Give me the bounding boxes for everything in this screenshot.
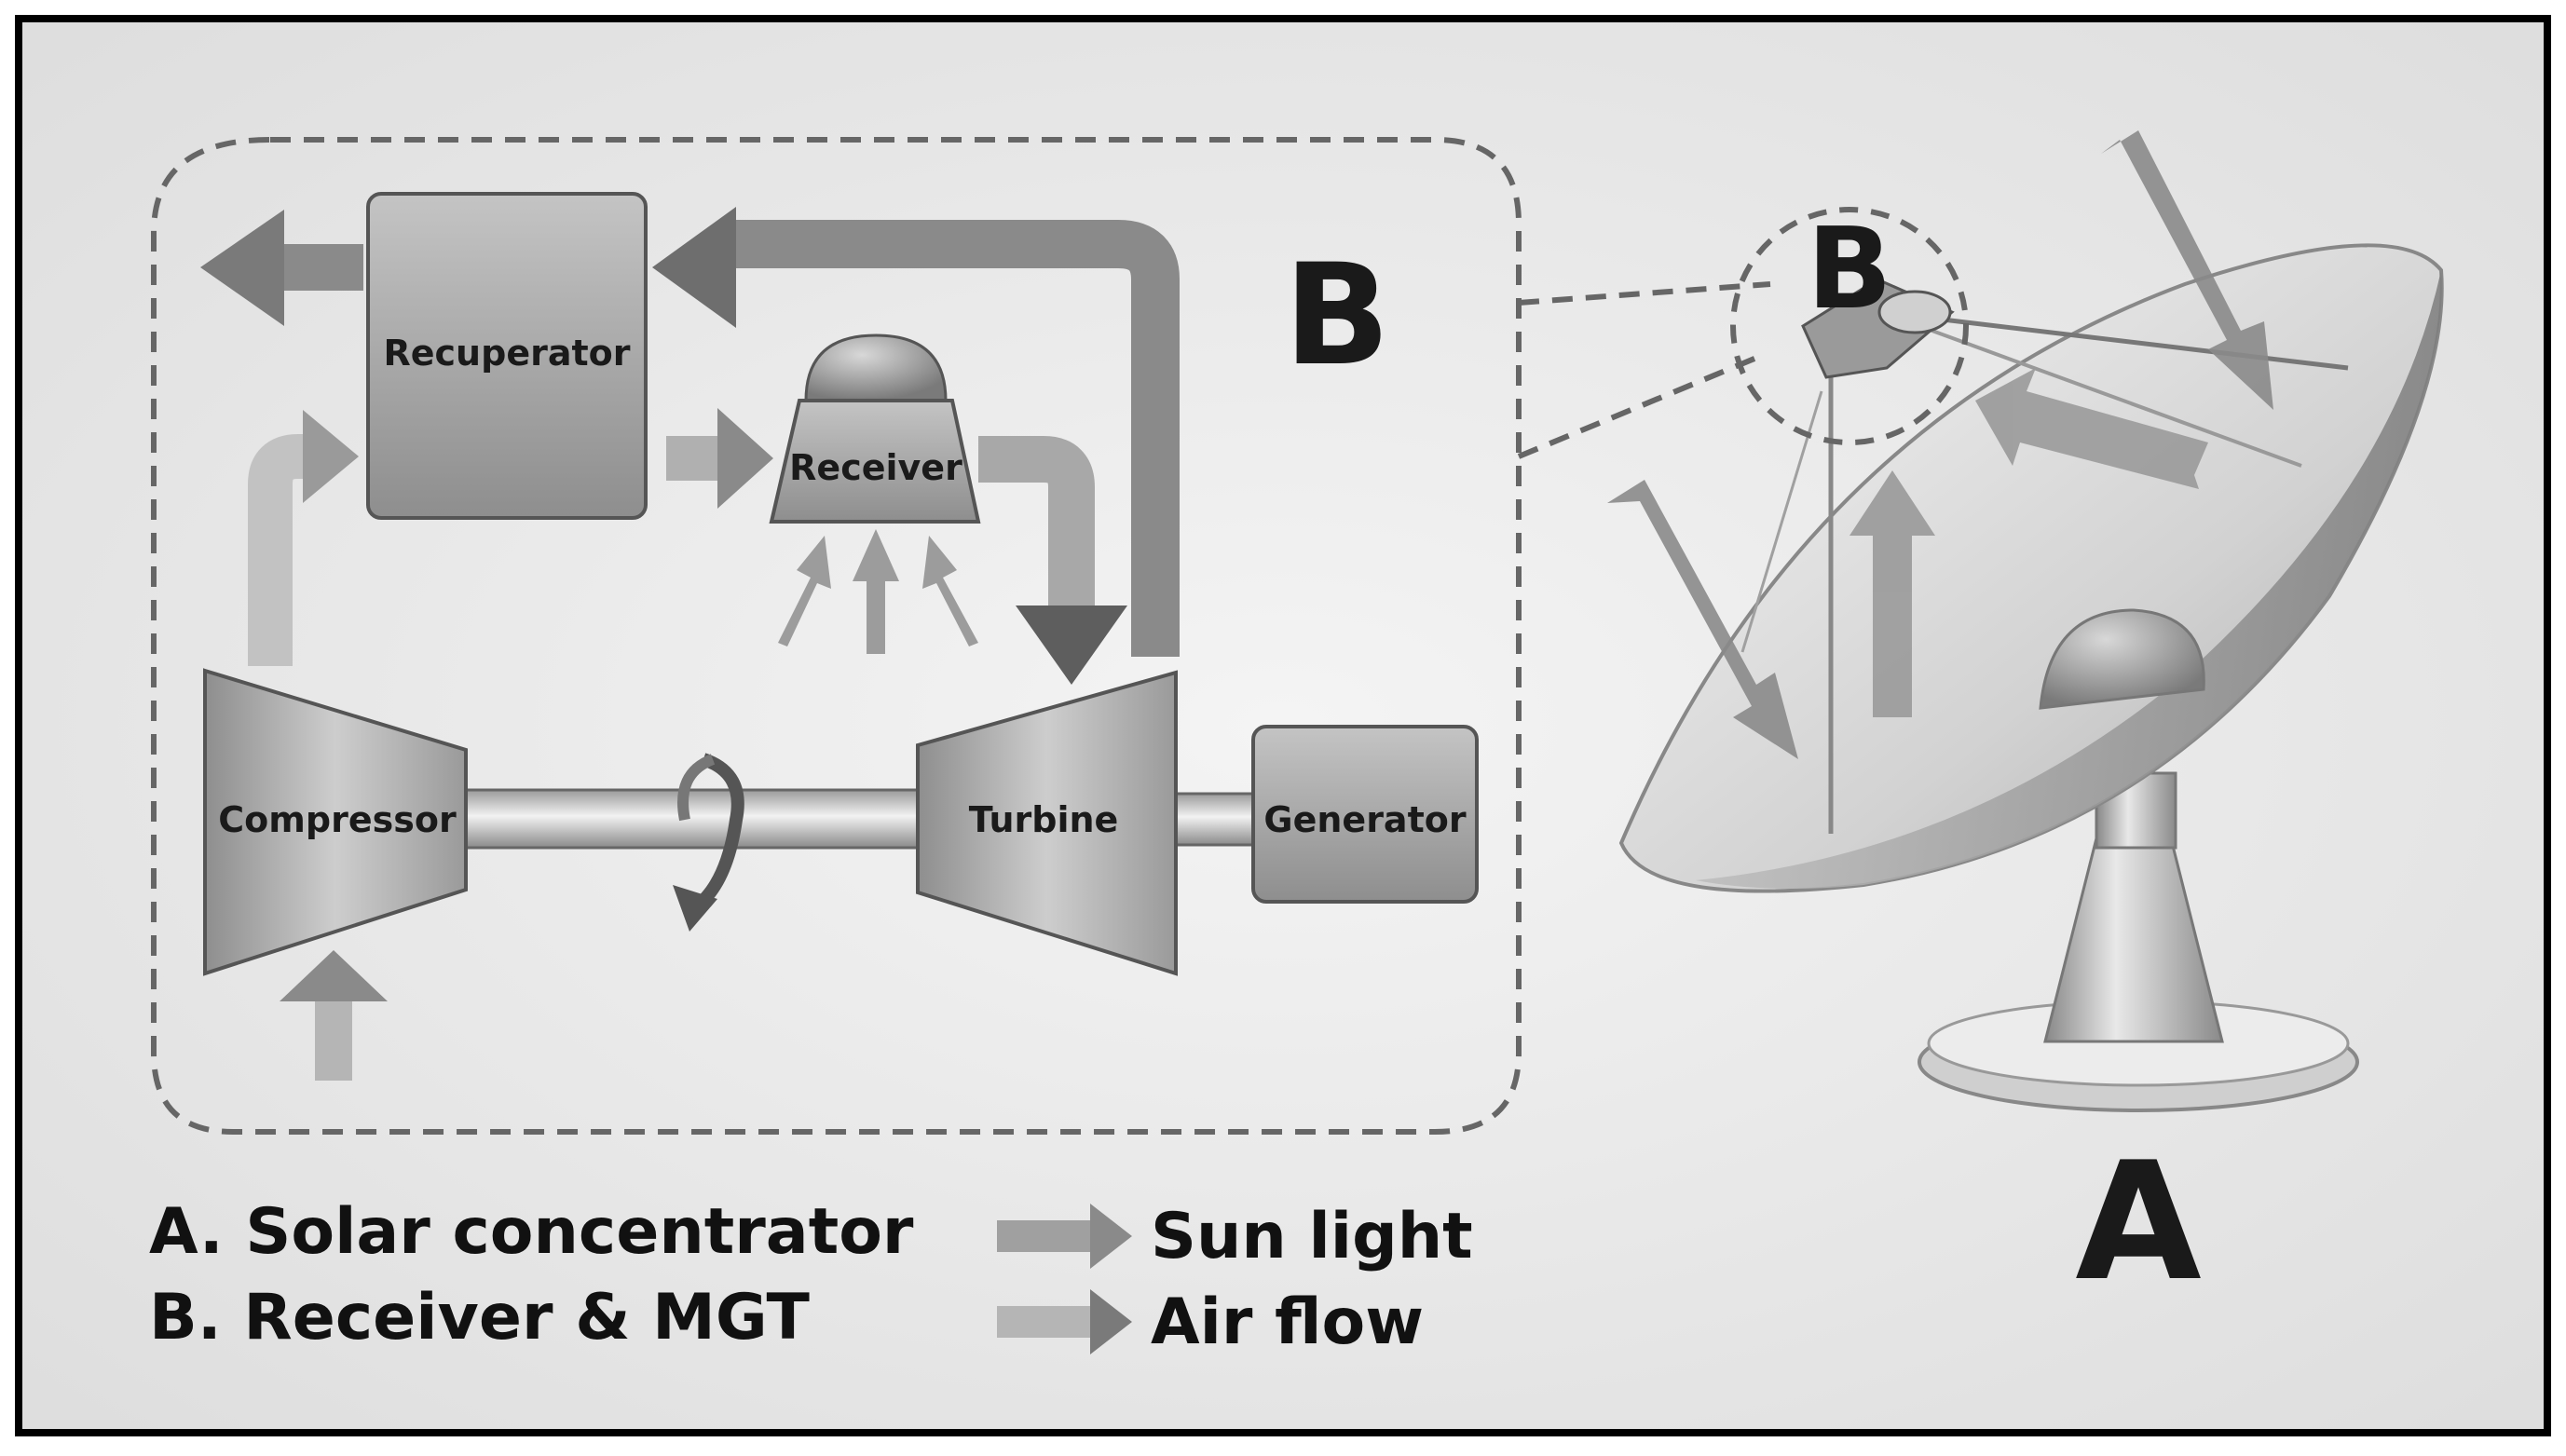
generator-box: Generator — [1251, 725, 1479, 904]
turbine-label: Turbine — [969, 799, 1119, 840]
legend-airflow-arrow — [997, 1289, 1132, 1354]
generator-label: Generator — [1263, 799, 1466, 840]
dish-b-label: B — [1807, 205, 1891, 334]
receiver-label: Receiver — [789, 447, 962, 488]
sunlight-arrows-receiver — [778, 529, 978, 654]
shaft — [464, 788, 1255, 850]
panel-b-outline — [151, 137, 1522, 1135]
compressor-label: Compressor — [218, 799, 457, 840]
legend-key-b: B. Receiver & MGT — [149, 1281, 810, 1354]
dish-b-circle — [1730, 207, 1969, 445]
legend-air-flow: Air flow — [1151, 1286, 1424, 1359]
zoom-line-top — [1518, 281, 1771, 306]
sunlight-arrows-dish — [1607, 130, 2273, 759]
legend-sunlight-arrow — [997, 1204, 1132, 1269]
turbine-to-recuperator-arrow — [652, 207, 1180, 657]
legend-sun-light: Sun light — [1151, 1200, 1473, 1273]
dish-a-label: A — [2075, 1128, 2201, 1317]
recuperator-label: Recuperator — [384, 333, 631, 374]
receiver-to-turbine-arrow — [978, 436, 1127, 685]
legend-key-a: A. Solar concentrator — [149, 1195, 914, 1269]
zoom-line-bottom — [1517, 351, 1768, 459]
airflow-arrows-dish — [1849, 368, 2208, 717]
panel-b-label: B — [1284, 235, 1390, 397]
solar-dish — [1618, 243, 2444, 1112]
turbine-block: Turbine — [916, 670, 1178, 976]
receiver-unit: Receiver — [769, 333, 981, 524]
exhaust-arrow — [200, 210, 363, 326]
rotation-arrow — [673, 753, 744, 932]
air-inlet-arrow — [280, 950, 388, 1081]
compressor-block: Compressor — [203, 668, 468, 976]
compressor-to-recuperator-arrow — [248, 410, 359, 666]
recuperator-box: Recuperator — [366, 192, 648, 520]
recuperator-to-receiver-arrow — [666, 408, 773, 509]
